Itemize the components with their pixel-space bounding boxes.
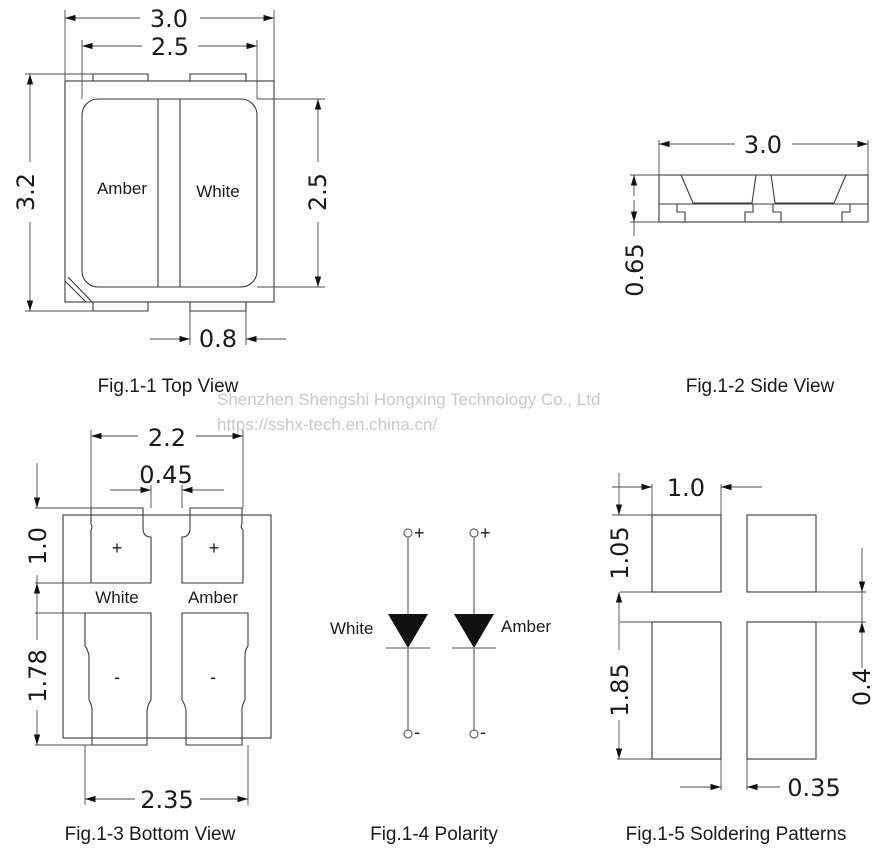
amber-cathode-terminal	[469, 729, 479, 739]
cathode-mark	[64, 276, 93, 303]
polarity-minus-white: -	[414, 722, 420, 742]
amber-anode-terminal	[469, 528, 479, 538]
dim-top-inner-height: 2.5	[304, 173, 332, 211]
solder-pad-bottom-left	[651, 621, 722, 760]
top-view-lens	[81, 98, 258, 288]
side-view-lens	[680, 174, 847, 204]
dim-top-pad-width: 0.8	[199, 325, 237, 353]
polarity-label-amber: Amber	[501, 617, 551, 636]
solder-pad-top-right	[746, 514, 817, 593]
bottom-view-minus-amber: -	[210, 667, 216, 687]
bottom-view-label-white: White	[95, 588, 138, 607]
caption-soldering: Fig.1-5 Soldering Patterns	[626, 824, 847, 845]
dim-top-outer-width: 3.0	[150, 5, 188, 33]
watermark-url: https://sshx-tech.en.china.cn/	[217, 415, 437, 434]
dim-solder-top-pad-height: 1.05	[606, 526, 634, 579]
dim-side-width: 3.0	[744, 131, 782, 159]
caption-side-view: Fig.1-2 Side View	[686, 376, 835, 397]
dim-solder-pad-width: 1.0	[667, 474, 705, 502]
dim-top-inner-width: 2.5	[151, 33, 189, 61]
side-view-pads	[676, 204, 851, 222]
watermark-company: Shenzhen Shengshi Hongxing Technology Co…	[217, 390, 600, 409]
caption-top-view: Fig.1-1 Top View	[98, 376, 239, 397]
caption-bottom-view: Fig.1-3 Bottom View	[65, 824, 236, 845]
dim-solder-col-gap: 0.35	[787, 774, 840, 802]
dim-bottom-top-pad-height: 1.0	[24, 527, 52, 565]
dim-bottom-bottom-pad-height: 1.78	[24, 649, 52, 702]
white-cathode-terminal	[403, 729, 413, 739]
dim-solder-bottom-pad-height: 1.85	[606, 663, 634, 716]
top-view-label-amber: Amber	[97, 179, 147, 198]
white-anode-terminal	[403, 528, 413, 538]
bottom-view-label-amber: Amber	[188, 588, 238, 607]
bottom-view-anode-pad-white	[90, 507, 152, 584]
polarity-plus-white: +	[414, 523, 425, 543]
bottom-view-anode-pad-amber	[181, 507, 244, 584]
dim-side-thickness: 0.65	[621, 243, 649, 296]
bottom-view-plus-amber: +	[209, 538, 220, 558]
solder-pad-top-left	[651, 514, 722, 593]
dim-solder-row-gap: 0.4	[848, 668, 876, 706]
dim-bottom-pad-span: 2.2	[148, 424, 186, 452]
top-view: 3.0 2.5 3.2 2.5 0.8 Amber White Fig.1-1 …	[12, 5, 332, 397]
solder-pad-bottom-right	[746, 621, 817, 760]
white-diode-icon	[388, 614, 428, 648]
bottom-view: 2.2 0.45 1.0 1.78 2.35 + + - - White Amb…	[24, 424, 272, 845]
polarity-plus-amber: +	[480, 523, 491, 543]
bottom-view-minus-white: -	[114, 667, 120, 687]
polarity-minus-amber: -	[480, 722, 486, 742]
side-view: 3.0 0.65 Fig.1-2 Side View	[621, 131, 869, 397]
bottom-view-plus-white: +	[112, 538, 123, 558]
caption-polarity: Fig.1-4 Polarity	[370, 824, 498, 845]
dim-top-height: 3.2	[12, 173, 40, 211]
polarity-diagram: + + - - White Amber Fig.1-4 Polarity	[330, 523, 551, 845]
top-view-label-white: White	[196, 182, 239, 201]
bottom-view-cathode-pad-white	[84, 612, 152, 746]
dim-bottom-span: 2.35	[140, 786, 193, 814]
polarity-label-white: White	[330, 619, 373, 638]
top-view-top-pads	[92, 73, 247, 81]
top-view-body	[64, 80, 275, 303]
amber-diode-icon	[454, 614, 494, 648]
soldering-pattern: 1.0 1.05 1.85 0.4 0.35 Fig.1-5 Soldering…	[606, 473, 876, 845]
bottom-view-cathode-pad-amber	[181, 612, 249, 746]
dim-bottom-gap: 0.45	[139, 461, 192, 489]
bottom-view-body	[62, 514, 272, 739]
side-view-body	[658, 174, 869, 223]
top-view-bottom-pads	[92, 302, 247, 312]
